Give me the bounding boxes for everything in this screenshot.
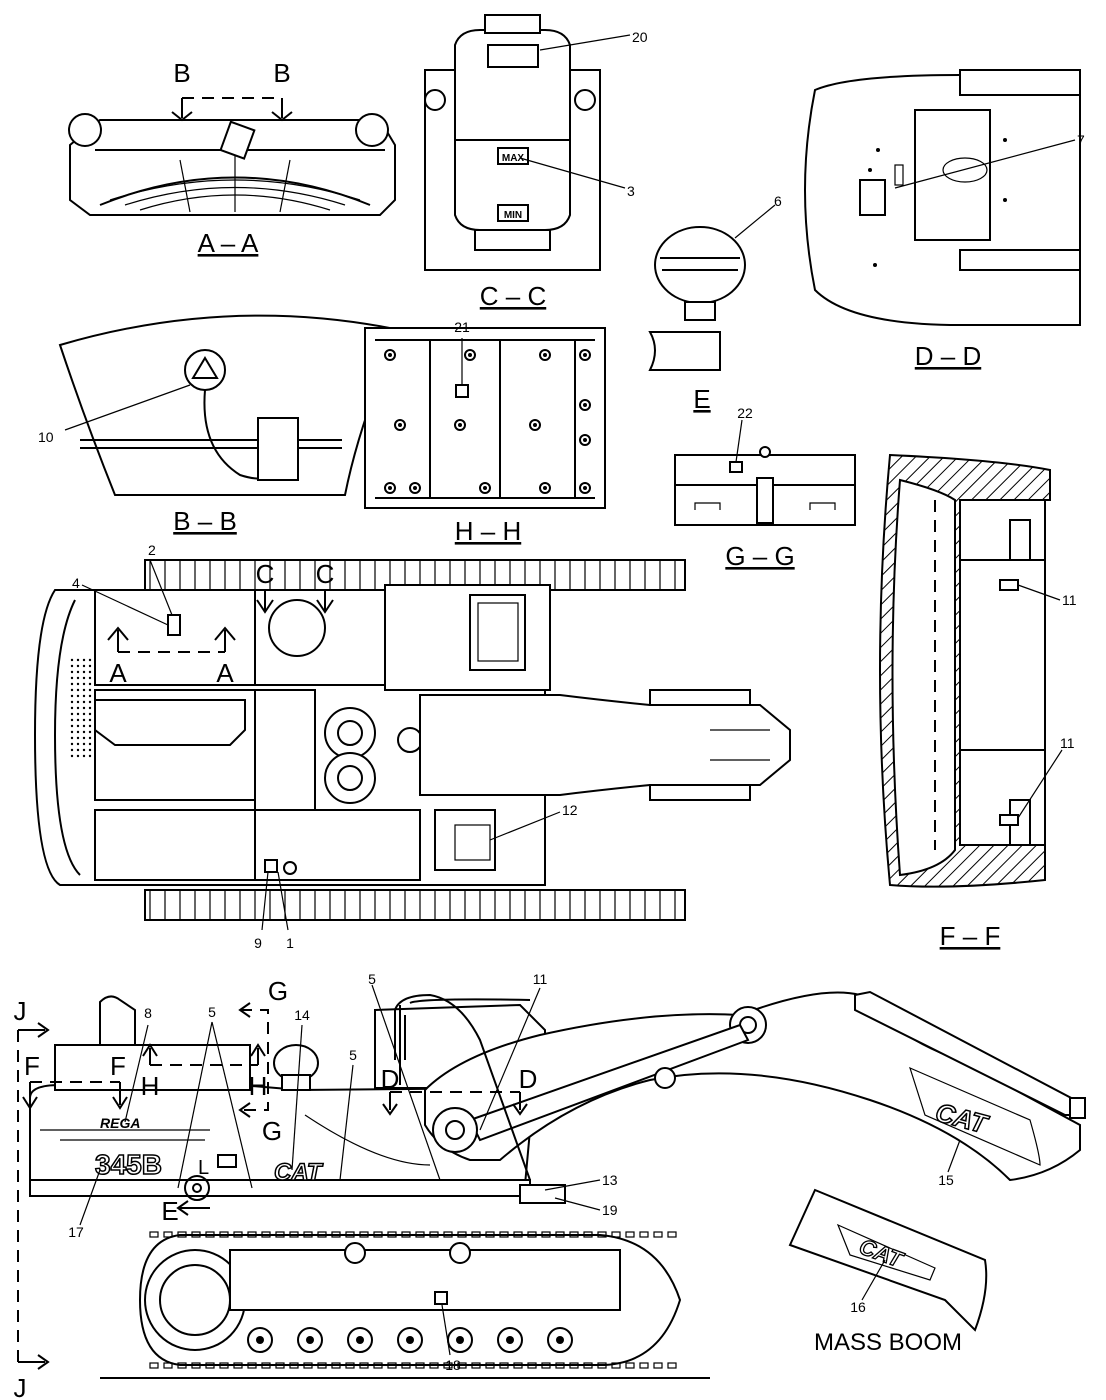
callout-11-side: 11 [533, 971, 548, 987]
callout-2: 2 [148, 542, 156, 558]
cut-letter-e: E [161, 1196, 178, 1226]
callout-3: 3 [627, 183, 635, 199]
mass-boom-detail: CAT 16 MASS BOOM [788, 1188, 988, 1356]
callout-14: 14 [294, 1007, 310, 1023]
section-label-a-a: A – A [198, 228, 259, 258]
callout-8: 8 [144, 1005, 152, 1021]
view-g-g: 22 G – G [674, 405, 856, 571]
cut-letter-h-right: H [249, 1071, 268, 1101]
cut-letter-a-left: A [109, 658, 127, 688]
cut-letter-j-bottom: J [14, 1373, 27, 1400]
decal-cat-body: CAT [274, 1159, 324, 1186]
section-label-h-h: H – H [455, 516, 521, 546]
callout-21: 21 [454, 319, 470, 335]
view-d-d: 7 D – D [804, 69, 1085, 371]
mass-boom-label: MASS BOOM [814, 1329, 962, 1356]
callout-5-right: 5 [368, 971, 376, 987]
cut-letter-a-right: A [216, 658, 234, 688]
callout-11-upper: 11 [1062, 592, 1077, 608]
cut-letter-g-bottom: G [262, 1116, 282, 1146]
side-view-machine: REGA 345B L CAT CAT CAT 16 MASS BOOM [14, 971, 1086, 1400]
cut-letter-f-right: F [110, 1051, 126, 1081]
cut-letter-h-left: H [141, 1071, 160, 1101]
callout-22: 22 [737, 405, 753, 421]
view-b-b: 10 B – B [38, 314, 402, 536]
cut-letter-b-right: B [273, 58, 290, 88]
cut-letter-c-right: C [316, 559, 335, 589]
callout-18: 18 [445, 1357, 461, 1373]
callout-13: 13 [602, 1172, 618, 1188]
section-label-d-d: D – D [915, 341, 981, 371]
callout-6: 6 [774, 193, 782, 209]
section-label-b-b: B – B [173, 506, 237, 536]
view-a-a: B B A – A [68, 58, 396, 258]
decal-series: REGA [100, 1115, 140, 1131]
callout-20: 20 [632, 29, 648, 45]
cut-letter-d-right: D [519, 1064, 538, 1094]
section-label-c-c: C – C [480, 281, 546, 311]
callout-4: 4 [72, 575, 80, 591]
view-e: 6 E [648, 193, 782, 414]
callout-17: 17 [68, 1224, 84, 1240]
callout-19: 19 [602, 1202, 618, 1218]
callout-7: 7 [1077, 132, 1085, 148]
cut-letter-g-top: G [268, 976, 288, 1006]
view-h-h: 21 H – H [364, 319, 606, 546]
callout-15: 15 [938, 1172, 954, 1188]
decal-model-suffix: L [198, 1157, 209, 1179]
callout-1: 1 [286, 935, 294, 951]
callout-12: 12 [562, 802, 578, 818]
decal-max: MAX [502, 153, 525, 164]
callout-16: 16 [850, 1299, 866, 1315]
view-f-f: 11 11 F – F [879, 453, 1077, 951]
view-c-c: MAX MIN 20 3 C – C [424, 14, 648, 311]
cut-letter-b-left: B [173, 58, 190, 88]
callout-11-lower: 11 [1060, 735, 1075, 751]
section-label-f-f: F – F [940, 921, 1001, 951]
callout-10: 10 [38, 429, 54, 445]
section-label-e: E [693, 384, 710, 414]
decal-min: MIN [504, 210, 522, 221]
cut-letter-j-top: J [14, 996, 27, 1026]
callout-5-left: 5 [208, 1004, 216, 1020]
cut-letter-d-left: D [381, 1064, 400, 1094]
cut-letter-f-left: F [24, 1051, 40, 1081]
section-label-g-g: G – G [725, 541, 794, 571]
top-view-machine: A A C C 2 4 12 9 1 [33, 542, 791, 951]
callout-9: 9 [254, 935, 262, 951]
cut-letter-c-left: C [256, 559, 275, 589]
decal-model: 345B [95, 1149, 162, 1180]
callout-5-middle: 5 [349, 1047, 357, 1063]
